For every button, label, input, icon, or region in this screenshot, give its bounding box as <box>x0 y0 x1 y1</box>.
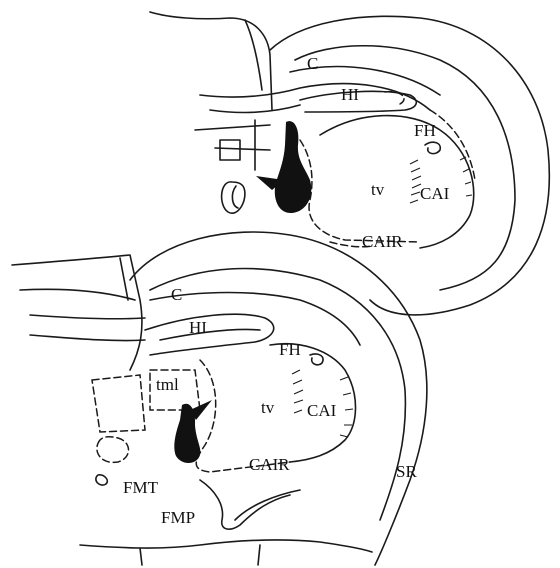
lower-hi-inner <box>160 329 260 340</box>
upper-label-tv: tv <box>371 180 385 199</box>
upper-cortex-inner <box>295 46 515 290</box>
lower-callosum-3 <box>30 335 145 341</box>
lower-cortex-inner <box>150 269 405 520</box>
upper-medial-box <box>220 140 240 160</box>
lower-fmp-curve <box>200 480 290 529</box>
upper-section <box>150 12 549 315</box>
upper-label-cair: CAIR <box>362 232 403 251</box>
lower-label-tml: tml <box>156 375 179 394</box>
upper-oval <box>222 182 245 213</box>
lower-label-fmt: FMT <box>123 478 159 497</box>
lower-fh-loop <box>310 354 323 365</box>
lower-oval-left <box>97 437 129 463</box>
upper-hippocampus-arc <box>320 116 474 248</box>
lower-hi-outline <box>145 314 274 355</box>
lower-midline-3 <box>120 258 128 300</box>
upper-label-c: C <box>307 54 318 73</box>
upper-thalamus-dash <box>300 140 420 242</box>
upper-label-fh: FH <box>414 121 436 140</box>
lower-label-cair: CAIR <box>249 455 290 474</box>
lower-medial-dash <box>92 375 145 432</box>
upper-midline <box>150 12 272 110</box>
lower-label-fmp: FMP <box>161 508 195 527</box>
upper-label-cai: CAI <box>420 184 450 203</box>
upper-medial-lines <box>195 120 270 170</box>
lower-fmt-loop <box>96 475 107 485</box>
upper-lesion <box>275 121 312 213</box>
upper-oval-inner <box>232 186 238 208</box>
upper-label-hi: HI <box>341 85 359 104</box>
lower-label-fh: FH <box>279 340 301 359</box>
lower-section <box>12 232 427 565</box>
lower-label-cai: CAI <box>307 401 337 420</box>
lower-label-hi: HI <box>189 318 207 337</box>
lower-label-sr: SR <box>396 462 417 481</box>
lower-label-tv: tv <box>261 398 275 417</box>
lower-callosum-2 <box>30 315 145 319</box>
upper-callosum-3 <box>210 105 300 112</box>
lower-label-c: C <box>171 285 182 304</box>
upper-fh-loop <box>425 142 440 153</box>
lower-base <box>80 540 372 552</box>
lower-midline-2 <box>20 289 135 300</box>
